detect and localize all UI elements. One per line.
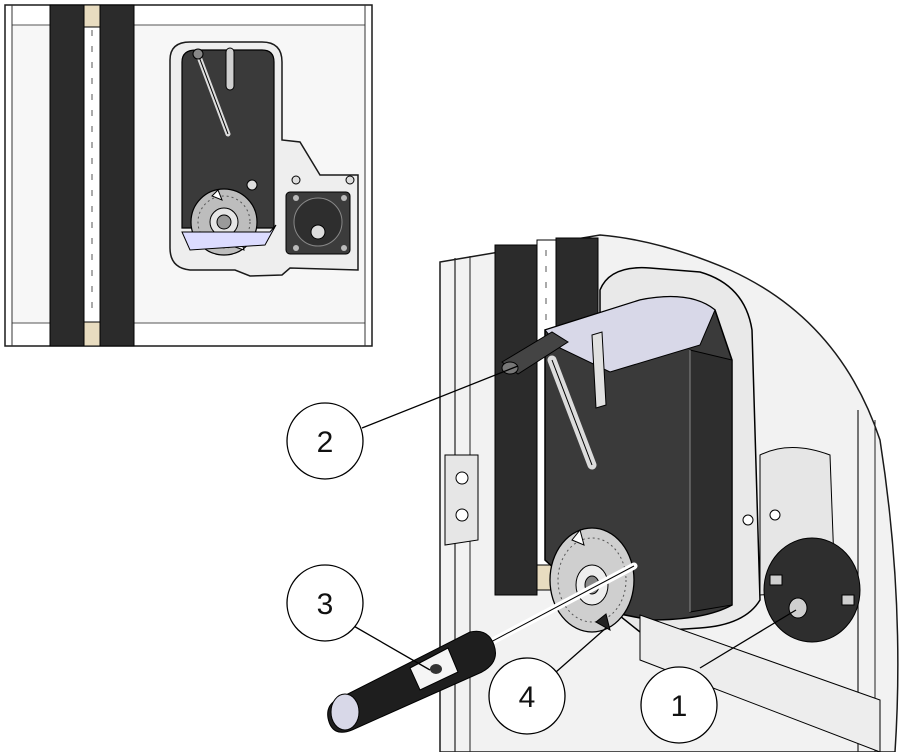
inset-overview: [4, 4, 373, 347]
callout-label-1: 1: [671, 690, 688, 723]
screwdriver: [327, 562, 638, 733]
callout-circle-1: [640, 666, 718, 744]
detail-dial: [549, 527, 635, 633]
callout-label-3: 3: [317, 588, 334, 621]
callout-leader-2: [361, 365, 519, 429]
callout-circle-2: [286, 402, 364, 480]
callout-leader-1: [699, 609, 797, 669]
inset-insulation-left: [49, 4, 85, 347]
callout-leader-3: [351, 624, 431, 671]
callouts: 2 3 4 1: [286, 365, 797, 744]
callout-leader-4: [555, 627, 607, 673]
callout-circle-4: [488, 657, 566, 735]
callout-label-2: 2: [317, 426, 334, 459]
callout-label-4: 4: [519, 681, 536, 714]
callout-circle-3: [286, 564, 364, 642]
detail-insulation-left: [494, 244, 538, 596]
inset-insulation-right: [99, 4, 135, 347]
detail-connector: [742, 447, 861, 643]
detail-view: [327, 234, 899, 752]
